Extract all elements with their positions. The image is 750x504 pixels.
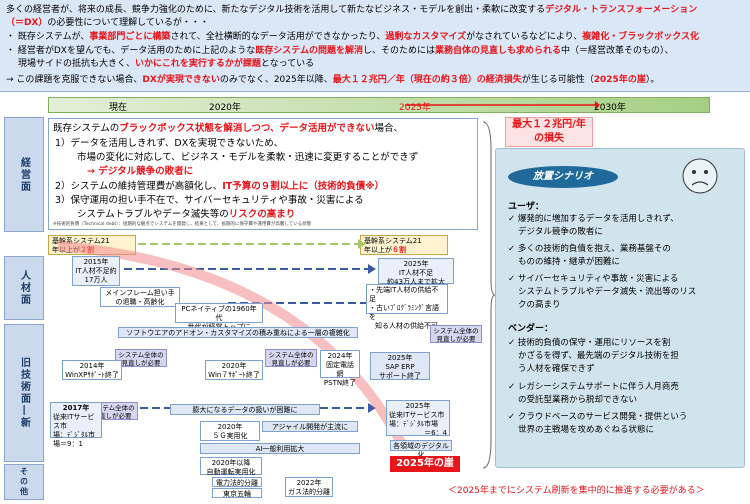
sys-note-2: システム全体の見直しが必要 xyxy=(265,349,317,367)
user-item-3: ✓ サイバーセキュリティや事故・災害によるシステムトラブルやデータ滅失・流出等の… xyxy=(508,274,697,310)
timeline-arrow xyxy=(405,101,600,109)
other-olympics: 東京五輪 xyxy=(212,488,262,498)
row-label-management: 経営面 xyxy=(4,117,44,232)
tech-addon-banner: ソフトウエアのアドオン・カスタマイズの積み重ねによる一層の複雑化 xyxy=(118,327,358,338)
scenario-panel: 放置シナリオ ユーザ： ✓ 爆発的に増加するデータを活用しきれず、デジタル競争の… xyxy=(495,148,745,468)
loss-line-2: の損失 xyxy=(534,133,564,144)
row-label-tech: 旧技術面―新 xyxy=(4,324,44,462)
row-label-hr: 人材面 xyxy=(4,256,44,320)
timeline-2030: 2030年 xyxy=(594,103,626,113)
mgmt-line-1: 既存システムのブラックボックス状態を解消しつつ、データ活用ができない場合、 xyxy=(53,123,404,134)
other-power: 電力法的分離 xyxy=(212,477,262,487)
user-item-1: ✓ 爆発的に増加するデータを活用しきれず、デジタル競争の敗者に xyxy=(508,214,679,237)
vendor-heading: ベンダー： xyxy=(508,324,554,334)
mgmt-line-7: システムトラブルやデータ滅失等のリスクの高まり xyxy=(77,209,296,220)
sys-note-3: システム全体の見直しが必要 xyxy=(430,325,482,343)
hr-pc-native: PCネイティブの1960年代世代が経営トップに xyxy=(175,303,263,331)
loss-callout: 最大１２兆円/年 の損失 xyxy=(505,117,593,147)
header-conclusion: → この課題を克服できない場合、DXが実現できないのみでなく、2025年以降、最… xyxy=(6,75,660,85)
other-autodrive: 2020年以降自動運転実用化 xyxy=(200,457,262,476)
sys-note-1: システム全体の見直しが必要 xyxy=(115,349,167,367)
header-bullet-2-cont: 現場サイドの抵抗も大きく、いかにこれを実行するかが課題となっている xyxy=(18,59,315,69)
bracket xyxy=(482,121,495,469)
hr-shortage-notes: ・先端IT人材の供給不足・古いﾌﾟﾛｸﾞﾗﾐﾝｸﾞ言語を知る人材の供給不可 xyxy=(366,284,448,330)
timeline-2020: 2020年 xyxy=(209,103,241,113)
header-line-1: 多くの経営者が、将来の成長、競争力強化のために、新たなデジタル技術を活用して新た… xyxy=(6,5,698,15)
mgmt-footnote: ※技術的負債（Technical debt）：短期的な観点でシステムを開発し、結… xyxy=(53,222,312,227)
tech-ai: AI一般利用拡大 xyxy=(200,443,360,454)
timeline-bar: 現在 2020年 2025年 2030年 xyxy=(48,97,710,113)
user-heading: ユーザ： xyxy=(508,202,544,212)
vendor-item-2: ✓ レガシーシステムサポートに伴う人月商売の受託型業務から脱却できない xyxy=(508,382,679,405)
cliff-label: 2025年の崖 xyxy=(390,456,460,472)
header-bullet-1: ・ 既存システムが、事業部門ごとに構築されて、全社横断的なデータ活用ができなかっ… xyxy=(6,32,700,42)
tech-2017-market: 2017年従来ITサービス市場：ﾃﾞｼﾞﾀﾙ市場＝9：1 xyxy=(50,402,102,448)
mgmt-line-5: 2）システムの維持管理費が高額化し、IT予算の９割以上に（技術的負債※） xyxy=(55,181,385,192)
mgmt-line-3: 市場の変化に対応して、ビジネス・モデルを柔軟・迅速に変更することができず xyxy=(77,152,419,163)
scenario-title: 放置シナリオ xyxy=(508,166,618,188)
tech-digital: 各領域のデジタル化 xyxy=(390,440,452,459)
header-panel: 多くの経営者が、将来の成長、競争力強化のために、新たなデジタル技術を活用して新た… xyxy=(0,0,750,92)
timeline-2025: 2025年 xyxy=(399,103,431,113)
tech-2025-market: 2025年従来ITサービス市場：ﾃﾞｼﾞﾀﾙ市場＝6：4 xyxy=(386,400,450,437)
timeline-now: 現在 xyxy=(109,103,128,113)
tech-data-banner: 膨大になるデータの扱いが困難に xyxy=(170,404,320,415)
mgmt-line-4: → デジタル競争の敗者に xyxy=(87,166,194,177)
header-bullet-2: ・ 経営者がDXを望んでも、データ活用のために上記のような既存システムの問題を解… xyxy=(6,46,674,56)
mgmt-line-6: 3）保守運用の担い手不在で、サイバーセキュリティや事故・災害による xyxy=(55,195,364,206)
sad-face-icon xyxy=(682,158,718,194)
loss-line-1: 最大１２兆円/年 xyxy=(512,119,586,130)
row-label-other: その他 xyxy=(4,464,44,500)
mgmt-line-2: 1）データを活用しきれず、DXを実現できないため、 xyxy=(55,138,284,149)
vendor-item-1: ✓ 技術的負債の保守・運用にリソースを割かざるを得ず、最先端のデジタル技術を担う… xyxy=(508,338,679,374)
other-gas: 2022年ガス法的分離 xyxy=(285,477,333,497)
tech-agile: アジャイル開発が主流に xyxy=(262,421,358,432)
management-box: 既存システムのブラックボックス状態を解消しつつ、データ活用ができない場合、 1）… xyxy=(48,118,478,230)
user-item-2: ✓ 多くの技術的負債を抱え、業務基盤そのものの維持・継承が困難に xyxy=(508,244,671,267)
vendor-item-3: ✓ クラウドベースのサービス開発・提供という世界の主戦場を攻めあぐねる状態に xyxy=(508,412,688,435)
header-line-2: （＝DX）の必要性について理解しているが・・・ xyxy=(6,18,209,28)
footer-note: ＜2025年までにシステム刷新を集中的に推進する必要がある＞ xyxy=(448,486,705,496)
hr-mainframe: メインフレーム担い手の退職・高齢化 xyxy=(100,287,180,307)
